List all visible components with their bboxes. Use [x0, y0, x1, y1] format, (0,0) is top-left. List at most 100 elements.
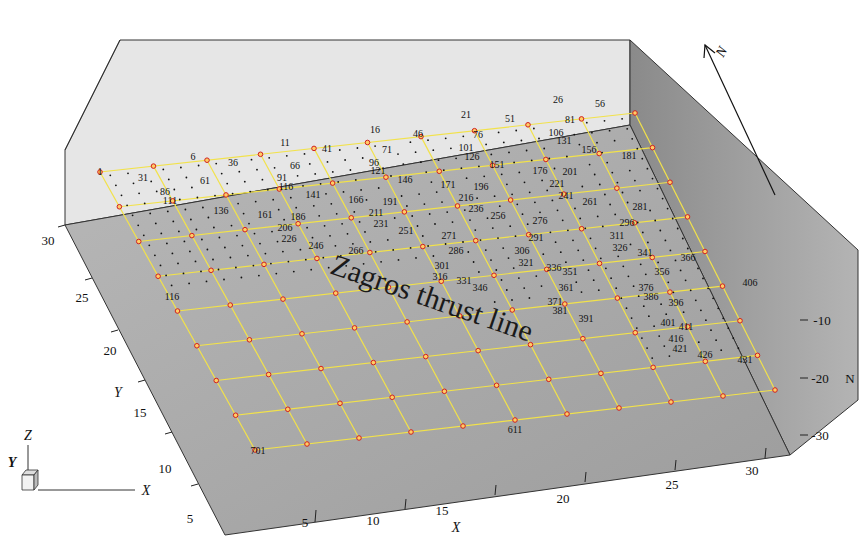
node-number: 41: [322, 144, 332, 154]
event-dot: [445, 137, 447, 139]
grid-node: [190, 233, 195, 238]
event-dot: [508, 152, 510, 154]
event-dot: [325, 193, 327, 195]
grid-node: [546, 377, 551, 382]
node-number: 181: [622, 151, 637, 161]
event-dot: [595, 247, 597, 249]
event-dot: [636, 148, 638, 150]
node-number: 611: [508, 425, 523, 435]
node-number: 231: [374, 219, 389, 229]
node-number: 386: [644, 292, 659, 302]
event-dot: [177, 263, 179, 265]
event-dot: [560, 251, 562, 253]
event-dot: [657, 262, 659, 264]
grid-node: [668, 180, 673, 185]
node-number: 176: [533, 166, 548, 176]
event-dot: [522, 213, 524, 215]
event-dot: [574, 208, 576, 210]
event-dot: [310, 269, 312, 271]
event-dot: [184, 241, 186, 243]
event-dot: [243, 213, 245, 215]
node-number: 71: [382, 145, 392, 155]
event-dot: [497, 237, 499, 239]
event-dot: [167, 211, 169, 213]
node-number: 1: [98, 167, 103, 177]
event-dot: [402, 163, 404, 165]
node-number: 296: [620, 218, 635, 228]
event-dot: [270, 263, 272, 265]
node-number: 116: [279, 182, 294, 192]
floor: [65, 125, 790, 535]
grid-node: [755, 353, 760, 358]
event-dot: [492, 227, 494, 229]
event-dot: [586, 122, 588, 124]
grid-node: [338, 401, 343, 406]
event-dot: [629, 170, 631, 172]
event-dot: [380, 261, 382, 263]
node-number: 391: [579, 314, 594, 324]
event-dot: [485, 144, 487, 146]
node-number: 416: [669, 334, 684, 344]
grid-node: [651, 365, 656, 370]
event-dot: [506, 183, 508, 185]
axis-title: Y: [8, 456, 17, 470]
event-dot: [259, 243, 261, 245]
event-dot: [669, 355, 671, 357]
event-dot: [683, 311, 685, 313]
node-number: 11: [280, 138, 290, 148]
node-number: 351: [563, 267, 578, 277]
grid-node: [421, 244, 426, 249]
event-dot: [256, 169, 258, 171]
event-dot: [567, 229, 569, 231]
grid-node: [423, 354, 428, 359]
event-dot: [452, 221, 454, 223]
event-dot: [353, 211, 355, 213]
event-dot: [355, 179, 357, 181]
event-dot: [283, 219, 285, 221]
event-dot: [667, 281, 669, 283]
event-dot: [652, 178, 654, 180]
fault-grid: [98, 111, 778, 453]
event-dot: [653, 325, 655, 327]
grid-node: [349, 216, 354, 221]
event-dot: [178, 231, 180, 233]
grid-node: [597, 261, 602, 266]
event-dot: [208, 217, 210, 219]
node-number: 141: [306, 190, 321, 200]
event-dot: [483, 175, 485, 177]
event-dot: [523, 287, 525, 289]
event-dot: [410, 141, 412, 143]
event-dot: [627, 202, 629, 204]
event-dot: [360, 189, 362, 191]
event-dot: [434, 223, 436, 225]
grid-node: [266, 372, 271, 377]
event-dot: [705, 319, 707, 321]
grid-line: [139, 182, 670, 241]
grid-node: [442, 389, 447, 394]
node-number: 16: [370, 125, 380, 135]
grid-node: [685, 215, 690, 220]
event-dot: [190, 219, 192, 221]
event-dot: [306, 227, 308, 229]
axis-title: X: [142, 484, 151, 498]
event-dot: [255, 201, 257, 203]
event-dot: [535, 275, 537, 277]
event-dot: [727, 327, 729, 329]
grid-node: [617, 406, 622, 411]
grid-node: [703, 249, 708, 254]
event-dot: [518, 277, 520, 279]
node-number: 51: [505, 114, 515, 124]
event-dot: [555, 241, 557, 243]
event-dot: [127, 172, 129, 174]
event-dot: [712, 297, 714, 299]
grid-node: [175, 309, 180, 314]
event-dot: [394, 217, 396, 219]
grid-node: [286, 407, 291, 412]
event-dot: [249, 191, 251, 193]
event-dot: [717, 307, 719, 309]
event-dot: [663, 345, 665, 347]
node-number: 291: [529, 233, 544, 243]
event-dot: [622, 265, 624, 267]
node-number: 121: [371, 166, 386, 176]
